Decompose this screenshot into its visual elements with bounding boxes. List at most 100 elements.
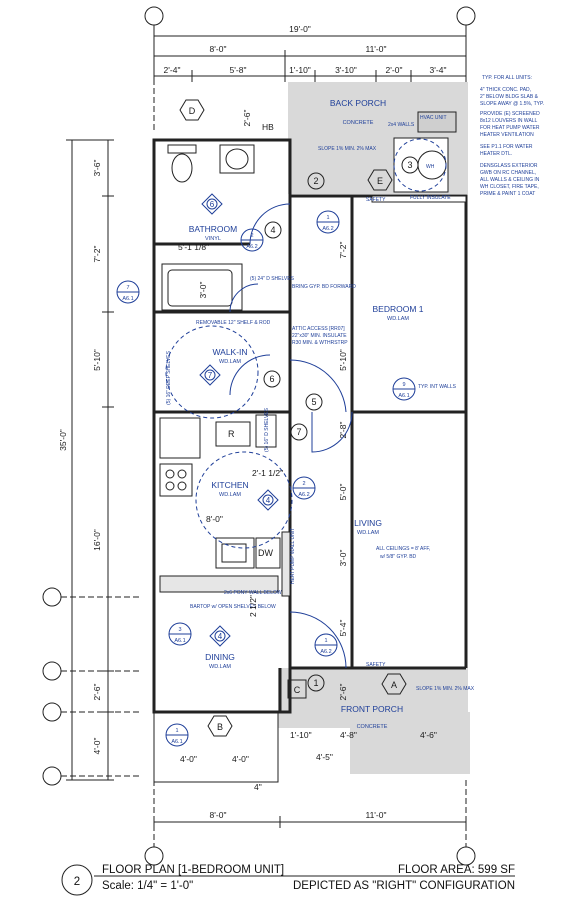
dim-tub-3-0: 3'-0" [198, 282, 208, 299]
grid-tag-a: A [381, 673, 407, 695]
ceilings-label-2: w/ 5/8" GYP. BD [380, 554, 417, 560]
door-tag-3: 3 [401, 156, 419, 174]
hb-label: HB [262, 122, 274, 132]
hvac-label: HVAC UNIT [420, 115, 447, 121]
section-callout-1-a62b: 1 A6.2 [314, 633, 338, 657]
svg-text:DENSGLASS EXTERIOR: DENSGLASS EXTERIOR [480, 163, 538, 169]
front-porch-step [350, 712, 470, 774]
dim-bath-5-1: 5'-1 1/8" [178, 242, 209, 252]
dim-porch-4-5: 4'-5" [316, 752, 333, 762]
room-front-porch-name: FRONT PORCH [341, 704, 403, 714]
dim-right-5-4: 5'-4" [338, 620, 348, 637]
svg-text:3: 3 [407, 160, 412, 170]
dim-left-7-2: 7'-2" [92, 246, 102, 263]
dim-porch-4-8: 4'-8" [340, 730, 357, 740]
room-back-porch-name: BACK PORCH [330, 98, 386, 108]
svg-text:7: 7 [296, 427, 301, 437]
kitchen-shelves-label: (5) 16" D SHELVES [264, 407, 270, 452]
dim-row3-f: 3'-4" [430, 65, 447, 75]
svg-text:7: 7 [126, 285, 129, 291]
front-safety-label: SAFETY [366, 662, 386, 668]
room-bathroom-name: BATHROOM [189, 224, 237, 234]
dashed-circles [165, 138, 447, 549]
dim-porch-1-10: 1'-10" [290, 730, 312, 740]
general-notes: TYP. FOR ALL UNITS: 4" THICK CONC. PAD, … [480, 75, 544, 197]
dim-right-5-0: 5'-0" [338, 484, 348, 501]
title-block: 2 FLOOR PLAN [1-BEDROOM UNIT] Scale: 1/4… [61, 864, 515, 896]
dim-kitchen-8-0: 8'-0" [206, 514, 223, 524]
drawing-title: FLOOR PLAN [1-BEDROOM UNIT] [102, 864, 284, 876]
room-bathroom-finish: VINYL [205, 236, 221, 242]
svg-text:9: 9 [402, 382, 405, 388]
svg-text:4: 4 [218, 632, 223, 641]
typ-int-walls-label: TYP. INT WALLS [418, 384, 457, 390]
svg-text:2: 2 [313, 176, 318, 186]
room-dining-name: DINING [205, 652, 235, 662]
dim-row3-d: 3'-10" [335, 65, 357, 75]
attic-access-label: ATTIC ACCESS [RR07] [292, 326, 345, 332]
dim-right-7-2: 7'-2" [338, 242, 348, 259]
ceilings-label: ALL CEILINGS = 8' AFF, [376, 546, 430, 552]
elevation-marker-6: 6 [201, 193, 223, 215]
svg-text:5: 5 [311, 397, 316, 407]
grid-tag-d: D [179, 99, 205, 121]
svg-text:6: 6 [269, 374, 274, 384]
door-tag-4: 4 [264, 221, 282, 239]
dim-top-right-span: 11'-0" [365, 44, 386, 54]
dim-left-3-6: 3'-6" [92, 160, 102, 177]
svg-text:2" BELOW BLDG SLAB &: 2" BELOW BLDG SLAB & [480, 94, 539, 100]
elevation-marker-4: 4 [257, 489, 279, 511]
svg-text:1: 1 [175, 728, 178, 734]
room-back-porch-finish: CONCRETE [343, 120, 374, 126]
section-callout-1-a61: 1 A6.1 [165, 723, 189, 747]
svg-text:E: E [377, 176, 383, 186]
dim-left-2-6: 2'-6" [92, 684, 102, 701]
svg-text:4: 4 [266, 496, 271, 505]
dim-top-left-span: 8'-0" [210, 44, 227, 54]
wh-label: WH [426, 164, 435, 170]
elevation-marker-7: 7 [199, 364, 221, 386]
svg-text:1: 1 [326, 215, 329, 221]
bottom-dimensions [153, 816, 467, 828]
floor-area: FLOOR AREA: 599 SF [398, 864, 515, 876]
dim-left-16-0: 16'-0" [92, 529, 102, 551]
dim-porch-4-6: 4'-6" [420, 730, 437, 740]
back-slope-label: SLOPE 1% MIN. 2% MAX [318, 146, 377, 152]
room-bedroom-name: BEDROOM 1 [372, 304, 423, 314]
svg-text:1: 1 [313, 678, 318, 688]
configuration: DEPICTED AS "RIGHT" CONFIGURATION [293, 880, 515, 892]
drawing-scale: Scale: 1/4" = 1'-0" [102, 880, 193, 892]
svg-text:ALL WALLS & CEILING IN: ALL WALLS & CEILING IN [480, 177, 540, 183]
door-tag-5: 5 [305, 393, 323, 411]
section-callout-3-a61: 3 A6.1 [168, 622, 192, 646]
svg-text:4: 4 [270, 225, 275, 235]
dim-right-2-6: 2'-6" [338, 684, 348, 701]
svg-text:3: 3 [178, 627, 181, 633]
svg-text:TYP. FOR ALL UNITS:: TYP. FOR ALL UNITS: [482, 75, 532, 81]
dim-kitchen-2-1: 2'-1 1/2" [252, 468, 283, 478]
svg-text:A6.2: A6.2 [322, 226, 333, 232]
back-safety-label: SAFETY [366, 197, 386, 203]
svg-text:HEATER DTL.: HEATER DTL. [480, 151, 512, 157]
room-front-porch-finish: CONCRETE [357, 724, 388, 730]
dim-right-2-8: 2'-8" [338, 422, 348, 439]
room-kitchen-finish: WD.LAM [219, 492, 241, 498]
room-walkin-name: WALK-IN [212, 347, 247, 357]
grid-tag-c: C [287, 679, 307, 699]
bartop-label: BARTOP w/ OPEN SHELVES BELOW [190, 604, 276, 610]
section-callout-9-a61: 9 A6.1 [392, 377, 416, 401]
dim-left-4-0: 4'-0" [92, 738, 102, 755]
room-kitchen-name: KITCHEN [211, 480, 248, 490]
svg-text:A: A [391, 680, 397, 690]
dim-bottom-11-0: 11'-0" [365, 810, 386, 820]
dim-right-5-10: 5'-10" [338, 349, 348, 371]
bring-gyp-label: BRING GYP. BD FORWARD [292, 284, 356, 290]
kitchen-fixtures [159, 414, 291, 597]
svg-text:6: 6 [210, 200, 215, 209]
svg-text:SLOPE AWAY @ 1.5%, TYP.: SLOPE AWAY @ 1.5%, TYP. [480, 101, 544, 107]
dim-bottom-8-0: 8'-0" [210, 810, 227, 820]
door-tag-1: 1 [307, 674, 325, 692]
dim-porch-4-small: 4" [254, 782, 262, 792]
svg-text:4" THICK CONC. PAD,: 4" THICK CONC. PAD, [480, 87, 531, 93]
